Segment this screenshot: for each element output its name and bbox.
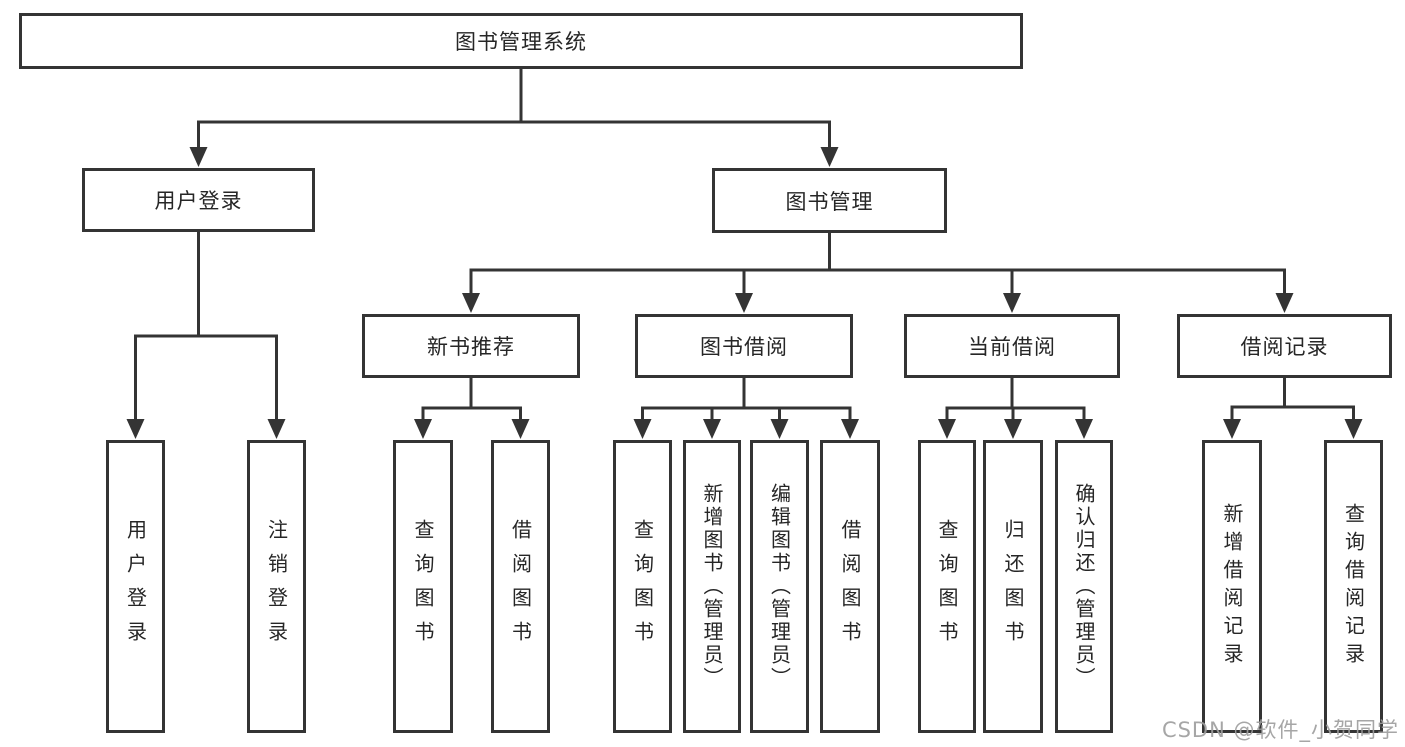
node-label: 借阅记录 (1240, 335, 1329, 359)
node-label: 图书管理 (785, 189, 874, 214)
node-label: 当前借阅 (968, 335, 1056, 359)
node-label: 查询图书 (630, 518, 655, 655)
node-label: 查询图书 (935, 518, 959, 655)
node-leaf-query-books-recommend: 查询图书 (393, 440, 453, 733)
node-label: 归还图书 (1001, 518, 1025, 655)
node-label: 查询图书 (411, 518, 435, 655)
node-leaf-logout: 注销登录 (247, 440, 306, 733)
node-current-borrowing: 当前借阅 (904, 314, 1120, 378)
node-leaf-add-borrow-record: 新增借阅记录 (1202, 440, 1262, 733)
node-book-borrowing: 图书借阅 (635, 314, 853, 378)
node-leaf-return-books: 归还图书 (983, 440, 1043, 733)
node-label: 注销登录 (264, 518, 289, 655)
node-borrowing-records: 借阅记录 (1177, 314, 1392, 378)
node-leaf-user-login: 用户登录 (106, 440, 165, 733)
node-label: 新增图书（管理员） (700, 483, 724, 690)
node-leaf-borrow-books: 借阅图书 (820, 440, 880, 733)
node-user-login: 用户登录 (82, 168, 315, 232)
node-leaf-query-borrow-record: 查询借阅记录 (1324, 440, 1383, 733)
node-new-book-recommend: 新书推荐 (362, 314, 580, 378)
node-label: 用户登录 (123, 518, 148, 655)
node-leaf-query-books-current: 查询图书 (918, 440, 976, 733)
node-label: 图书借阅 (700, 335, 788, 359)
node-leaf-borrow-books-recommend: 借阅图书 (491, 440, 550, 733)
node-label: 用户登录 (154, 189, 243, 213)
node-library-system: 图书管理系统 (19, 13, 1023, 69)
node-leaf-edit-books-admin: 编辑图书（管理员） (750, 440, 809, 733)
node-leaf-confirm-return-admin: 确认归还（管理员） (1055, 440, 1113, 733)
node-label: 新书推荐 (427, 335, 515, 359)
node-label: 借阅图书 (838, 518, 862, 655)
node-label: 图书管理系统 (455, 30, 587, 54)
node-leaf-query-books-borrow: 查询图书 (613, 440, 672, 733)
node-book-management: 图书管理 (712, 168, 947, 233)
node-leaf-add-books-admin: 新增图书（管理员） (683, 440, 741, 733)
node-label: 查询借阅记录 (1341, 502, 1366, 671)
watermark: CSDN @软件_小贺同学 (1161, 718, 1399, 742)
node-label: 新增借阅记录 (1220, 502, 1244, 671)
node-label: 借阅图书 (508, 518, 533, 655)
node-label: 确认归还（管理员） (1072, 483, 1096, 690)
node-label: 编辑图书（管理员） (767, 483, 792, 690)
